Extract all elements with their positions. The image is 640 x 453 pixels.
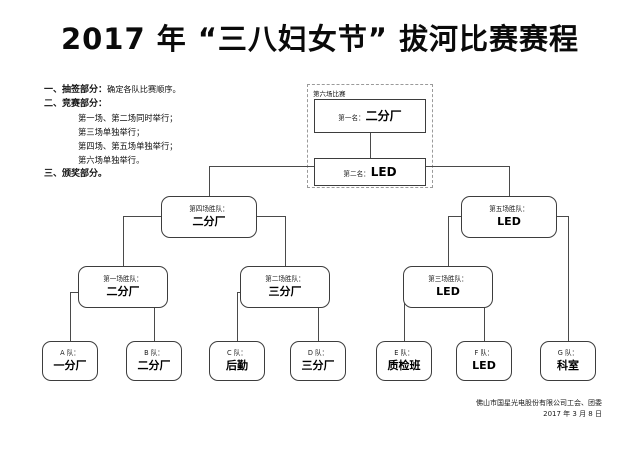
note-item-2-sub-2: 第三场单独举行； <box>78 127 145 137</box>
match1-winner-box[interactable]: 第一场胜队： 二分厂 <box>78 266 168 308</box>
match2-winner-box[interactable]: 第二场胜队： 三分厂 <box>240 266 330 308</box>
final-first-place-label: 第一名： <box>338 114 365 122</box>
match4-winner-box[interactable]: 第四场胜队： 二分厂 <box>161 196 257 238</box>
team-e-box[interactable]: E 队： 质检班 <box>376 341 432 381</box>
match5-winner-label: 第五场胜队： <box>489 204 529 213</box>
footer-block: 佛山市国星光电股份有限公司工会、团委 2017 年 3 月 8 日 <box>476 398 602 420</box>
team-g-box[interactable]: G 队： 科室 <box>540 341 596 381</box>
team-b-label: B 队： <box>144 348 164 357</box>
connector-team-a-up <box>70 292 71 341</box>
connector-m4-up <box>209 166 210 196</box>
footer-organization: 佛山市国星光电股份有限公司工会、团委 <box>476 399 602 407</box>
final-second-place-value: LED <box>370 165 397 179</box>
team-c-label: C 队： <box>227 348 247 357</box>
note-item-2-sub-4: 第六场单独举行。 <box>78 155 145 165</box>
connector-team-c-up <box>237 292 238 341</box>
connector-m2-up <box>285 216 286 266</box>
note-item-1-head: 一、抽签部分： <box>44 85 108 95</box>
instructions-block: 一、抽签部分：确定各队比赛顺序。 二、竞赛部分： 第一场、第二场同时举行； 第三… <box>44 82 294 181</box>
match3-winner-label: 第三场胜队： <box>428 274 468 283</box>
note-item-3-head: 三、颁奖部分。 <box>44 169 108 179</box>
final-first-place-value: 二分厂 <box>365 109 402 123</box>
connector-m5-up <box>509 166 510 196</box>
note-item-1: 一、抽签部分：确定各队比赛顺序。 <box>44 82 294 97</box>
connector-team-b-up <box>154 292 155 341</box>
connector-m4-right-arm <box>257 216 285 217</box>
team-b-box[interactable]: B 队： 二分厂 <box>126 341 182 381</box>
final-second-place-label: 第二名： <box>343 170 370 178</box>
match1-winner-label: 第一场胜队： <box>103 274 143 283</box>
team-d-value: 三分厂 <box>301 358 335 372</box>
connector-team-d-up <box>318 292 319 341</box>
match2-winner-value: 三分厂 <box>268 284 302 298</box>
final-match-group-label: 第六场比赛 <box>313 90 346 98</box>
note-item-2-sub-3: 第四场、第五场单独举行； <box>78 141 178 151</box>
final-match-group <box>307 84 433 188</box>
connector-m5-right-arm <box>557 216 568 217</box>
connector-team-f-up <box>484 292 485 341</box>
team-c-box[interactable]: C 队： 后勤 <box>209 341 265 381</box>
note-item-2-sub-1: 第一场、第二场同时举行； <box>78 113 178 123</box>
team-g-value: 科室 <box>557 358 579 372</box>
team-e-value: 质检班 <box>387 358 421 372</box>
match2-winner-label: 第二场胜队： <box>265 274 305 283</box>
match3-winner-value: LED <box>436 284 460 298</box>
match4-winner-value: 二分厂 <box>192 214 226 228</box>
page-title: 2017 年 “三八妇女节” 拔河比赛赛程 <box>60 22 580 56</box>
connector-final-vertical <box>370 133 371 158</box>
match3-winner-box[interactable]: 第三场胜队： LED <box>403 266 493 308</box>
team-d-box[interactable]: D 队： 三分厂 <box>290 341 346 381</box>
team-e-label: E 队： <box>394 348 414 357</box>
connector-m2-left-arm <box>237 292 240 293</box>
note-item-2-head: 二、竞赛部分： <box>44 99 108 109</box>
connector-m1-left-arm <box>70 292 78 293</box>
team-f-label: F 队： <box>474 348 494 357</box>
team-a-box[interactable]: A 队： 一分厂 <box>42 341 98 381</box>
match4-winner-label: 第四场胜队： <box>189 204 229 213</box>
team-c-value: 后勤 <box>226 358 248 372</box>
match5-winner-value: LED <box>497 214 521 228</box>
connector-m5-left-arm <box>448 216 461 217</box>
note-item-1-tail: 确定各队比赛顺序。 <box>107 84 181 94</box>
team-f-box[interactable]: F 队： LED <box>456 341 512 381</box>
team-d-label: D 队： <box>307 348 329 357</box>
match5-winner-box[interactable]: 第五场胜队： LED <box>461 196 557 238</box>
team-a-label: A 队： <box>60 348 80 357</box>
final-first-place-box[interactable]: 第一名： 二分厂 <box>314 99 426 133</box>
team-a-value: 一分厂 <box>53 358 87 372</box>
connector-team-e-up <box>404 292 405 341</box>
connector-m1-up <box>123 216 124 266</box>
footer-date: 2017 年 3 月 8 日 <box>543 410 602 418</box>
connector-team-g-up <box>568 216 569 341</box>
team-b-value: 二分厂 <box>137 358 171 372</box>
final-second-place-box[interactable]: 第二名： LED <box>314 158 426 186</box>
match1-winner-value: 二分厂 <box>106 284 140 298</box>
connector-m3-up <box>448 216 449 266</box>
team-f-value: LED <box>472 358 496 372</box>
team-g-label: G 队： <box>557 348 579 357</box>
